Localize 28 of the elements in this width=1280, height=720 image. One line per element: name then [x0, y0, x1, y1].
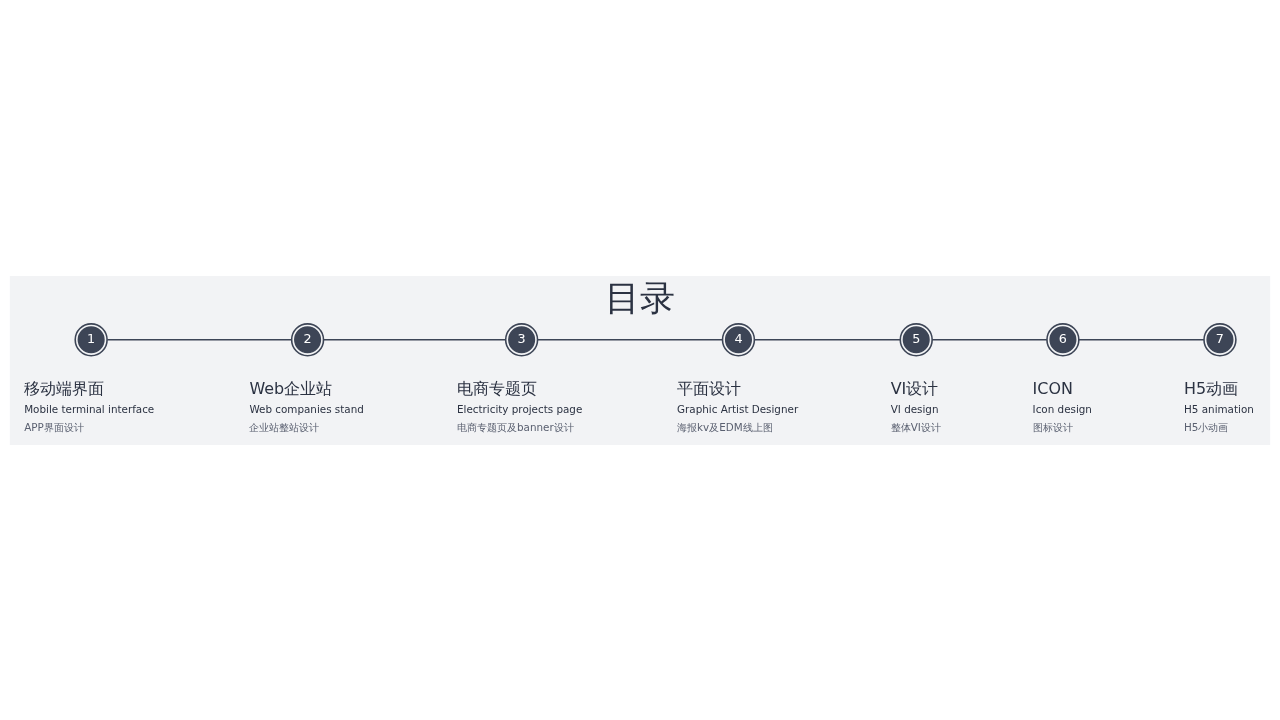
node-label: VI design [890, 402, 939, 415]
diagram-title: 目录 [605, 276, 675, 318]
node-label: Mobile terminal interface [24, 402, 155, 415]
node-label: H5小动画 [1184, 420, 1229, 433]
node-label: 海报kv及EDM线上图 [677, 420, 773, 433]
connector [106, 338, 293, 341]
connector [537, 338, 724, 341]
node-label: Graphic Artist Designer [677, 402, 799, 415]
node-label: Icon design [1032, 402, 1092, 415]
node-label: Web companies stand [249, 402, 364, 415]
node-label: H5 animation [1184, 402, 1254, 415]
connector [931, 338, 1048, 341]
node-label: 电商专题页及banner设计 [457, 420, 574, 433]
node-label: 图标设计 [1032, 420, 1073, 433]
node-label: VI设计 [890, 378, 939, 398]
node-label: 整体VI设计 [890, 420, 941, 433]
connector [322, 338, 507, 341]
node-label: Web企业站 [249, 378, 333, 398]
node-label: 移动端界面 [24, 378, 105, 398]
node-label: H5动画 [1184, 378, 1239, 398]
node-label: 平面设计 [677, 378, 742, 398]
node-label: Electricity projects page [457, 402, 583, 415]
connector [1078, 338, 1205, 341]
connector [753, 338, 902, 341]
node-label: 企业站整站设计 [249, 420, 320, 433]
node-label: APP界面设计 [24, 420, 84, 433]
node-label: ICON [1032, 378, 1073, 398]
node-label: 电商专题页 [457, 378, 538, 398]
